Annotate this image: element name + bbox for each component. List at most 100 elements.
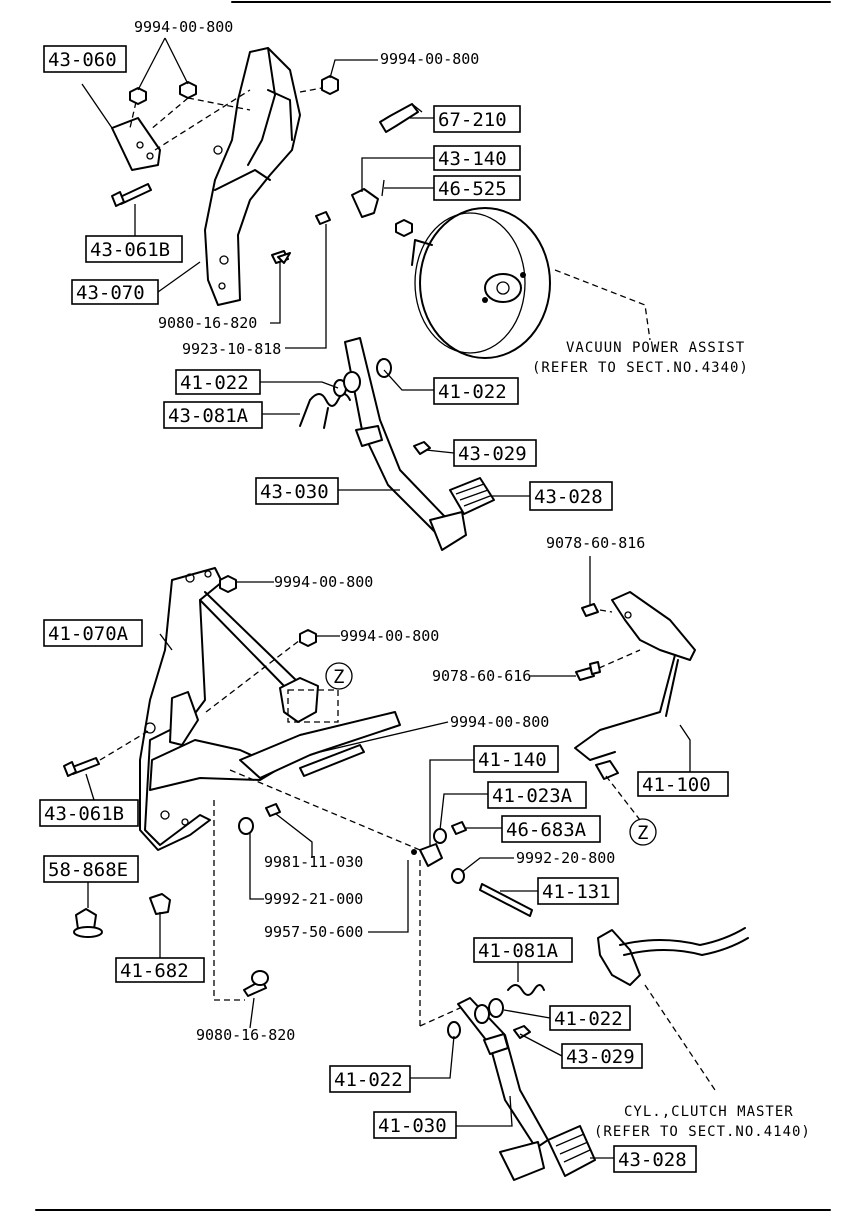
svg-text:43-081A: 43-081A [168,405,249,427]
svg-text:43-061B: 43-061B [90,239,170,261]
bolt-9080-16-820-top [271,250,291,264]
pedal-pad-43-028-top [449,477,495,515]
boxed-label-46-525: 46-525 [433,175,521,201]
boxed-label-43-028-bottom: 43-028 [613,1145,697,1173]
part-number-9992-20-800: 9992-20-800 [516,849,615,867]
svg-text:41-022: 41-022 [554,1008,623,1030]
boxed-label-43-061b-top: 43-061B [85,235,183,263]
shaft-9994-00-800 [299,744,365,777]
nuts-bottom-left [219,575,317,647]
boxed-label-41-070a: 41-070A [43,619,143,647]
boxed-label-41-131: 41-131 [537,877,619,905]
boxed-label-43-029-top: 43-029 [453,439,537,467]
boxed-label-43-028-top: 43-028 [529,481,613,511]
pin-41-023a [433,828,447,844]
boxed-label-67-210: 67-210 [433,105,521,133]
part-number-9981-11-030: 9981-11-030 [264,853,363,871]
brake-pedal-arm [344,337,467,551]
stopper-43-029-top [413,441,431,455]
pedal-pad-43-028-bottom [547,1125,596,1177]
part-number-9078-60-816: 9078-60-816 [546,534,645,552]
brake-pedal-bracket [204,47,301,306]
svg-text:46-683A: 46-683A [506,819,587,841]
spring-43-081a [299,393,351,429]
bolt-9080-16-820-bottom [243,970,269,997]
boxed-label-41-022-a: 41-022 [175,369,261,395]
svg-text:67-210: 67-210 [438,109,507,131]
part-number-9080-16-820-top: 9080-16-820 [158,314,257,332]
svg-text:43-028: 43-028 [534,486,603,508]
boxed-label-41-022-c: 41-022 [549,1005,631,1031]
svg-text:41-140: 41-140 [478,749,547,771]
svg-text:41-030: 41-030 [378,1115,447,1137]
svg-text:41-070A: 41-070A [48,623,129,645]
part-number-9994-00-800-a: 9994-00-800 [134,18,233,36]
part-number-9080-16-820-bottom: 9080-16-820 [196,1026,295,1044]
boxed-label-41-140: 41-140 [473,745,559,773]
clutch-master-note-line2: (REFER TO SECT.NO.4140) [594,1124,811,1140]
svg-text:41-022: 41-022 [334,1069,403,1091]
pin-46-683a [451,821,467,835]
bushing-9992-21-000 [238,817,254,835]
boxed-label-43-081a: 43-081A [163,401,263,429]
vacuum-power-assist-booster [411,207,551,359]
part-number-9078-60-616: 9078-60-616 [432,667,531,685]
rod-41-131 [479,883,533,917]
clutch-master-note-line1: CYL.,CLUTCH MASTER [624,1104,794,1120]
bolt-9981-11-030 [265,803,281,817]
svg-text:43-030: 43-030 [260,481,329,503]
boxed-label-41-022-d: 41-022 [329,1065,411,1093]
part-number-9994-00-800-c: 9994-00-800 [274,573,373,591]
bolt-43-061b-bottom [63,757,100,777]
boxed-label-43-070: 43-070 [71,279,159,305]
boxed-label-43-140: 43-140 [433,145,521,171]
bushings-41-022-top [333,358,392,397]
spring-41-081a [507,984,545,996]
boxed-label-46-683a: 46-683A [501,815,601,843]
boxed-label-41-100: 41-100 [637,771,729,797]
z-marker-2-label: Z [637,822,648,844]
clutch-pedal-bracket-41-070a [139,567,401,851]
bolt-9078-60-816 [581,603,599,617]
boxed-label-41-682: 41-682 [115,957,205,983]
clutch-master-cylinder [597,927,749,986]
svg-text:41-022: 41-022 [438,381,507,403]
boxed-label-41-023a: 41-023A [487,781,587,809]
svg-text:43-028: 43-028 [618,1149,687,1171]
vacuum-power-assist-note-line1: VACUUN POWER ASSIST [566,340,745,356]
svg-text:41-131: 41-131 [542,881,611,903]
bolt-9923-10-818 [315,211,331,225]
bolt-43-061b-top [111,183,152,207]
nuts-top-left [129,75,339,105]
svg-text:43-029: 43-029 [566,1046,635,1068]
boxed-label-58-868e: 58-868E [43,855,139,883]
boxed-label-41-081a: 41-081A [473,937,573,963]
svg-text:58-868E: 58-868E [48,859,128,881]
part-number-9923-10-818: 9923-10-818 [182,340,281,358]
part-number-9994-00-800-e: 9994-00-800 [450,713,549,731]
switch-67-210 [379,103,423,133]
svg-text:41-100: 41-100 [642,774,711,796]
clip-43-140 [351,179,385,218]
boxed-label-43-030: 43-030 [255,477,339,505]
z-marker-2: Z [629,818,657,846]
bracket-41-100 [574,591,696,780]
svg-text:43-070: 43-070 [76,282,145,304]
z-marker-1-label: Z [333,666,344,688]
boxed-label-43-061b-bottom: 43-061B [39,799,139,827]
clutch-pedal-arm-41-030 [457,997,549,1181]
boxed-label-41-022-b: 41-022 [433,377,519,405]
svg-text:43-061B: 43-061B [44,803,124,825]
clip-41-682 [149,893,171,915]
boxed-label-43-029-bottom: 43-029 [561,1043,643,1069]
svg-text:43-060: 43-060 [48,49,117,71]
svg-text:41-682: 41-682 [120,960,189,982]
svg-text:43-140: 43-140 [438,148,507,170]
boxed-label-43-060: 43-060 [43,45,127,73]
z-marker-1: Z [325,662,353,690]
fastener-58-868e [73,908,103,938]
stopper-43-029-bottom [513,1025,531,1039]
part-number-9994-00-800-d: 9994-00-800 [340,627,439,645]
svg-text:43-029: 43-029 [458,443,527,465]
